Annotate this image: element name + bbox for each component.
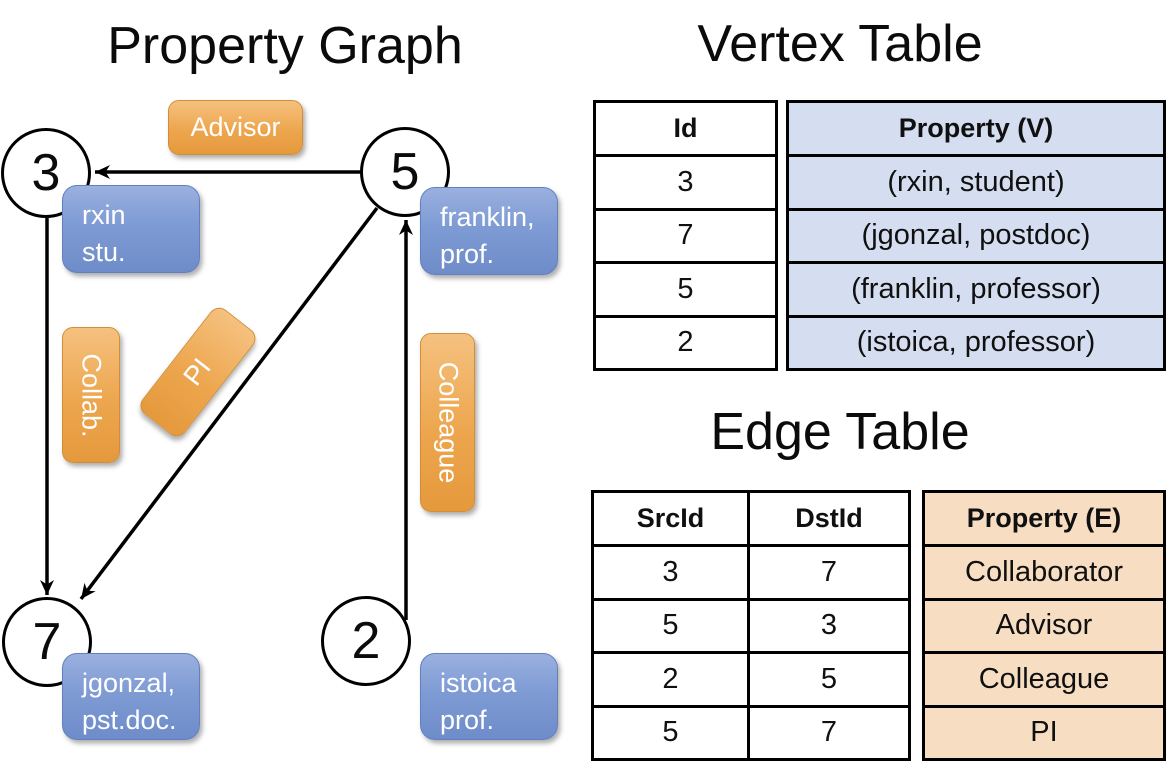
edge-table-src-dst-columns: SrcId DstId 3 7 5 3 2 5 5 7 (591, 490, 911, 761)
table-cell: Colleague (922, 651, 1166, 708)
edge-label-advisor: Advisor (168, 100, 303, 155)
property-graph-panel: Property Graph 3 5 7 2 rxin stu. frankli… (0, 0, 580, 760)
table-cell: 7 (747, 544, 911, 601)
table-cell: 5 (591, 704, 750, 761)
table-cell: 2 (591, 651, 750, 708)
edge-label-colleague: Colleague (420, 333, 475, 512)
vertex-node-2: 2 (321, 596, 411, 686)
vertex-property-box-jgonzal: jgonzal, pst.doc. (62, 653, 200, 740)
edge-label-text: Advisor (190, 112, 281, 142)
vertex-property-box-rxin: rxin stu. (62, 185, 200, 273)
vertex-property-box-istoica: istoica prof. (420, 653, 558, 740)
vertex-property-line1: istoica (440, 668, 517, 698)
edge-table-title: Edge Table (710, 403, 970, 461)
vertex-id-label: 3 (31, 144, 61, 202)
table-cell: (istoica, professor) (786, 314, 1166, 371)
vertex-property-line1: rxin (82, 200, 126, 230)
table-cell: 5 (593, 261, 778, 318)
vertex-property-box-franklin: franklin, prof. (420, 187, 558, 275)
table-cell: Advisor (922, 597, 1166, 654)
vertex-property-line2: stu. (82, 237, 126, 267)
table-cell: 7 (747, 704, 911, 761)
vertex-property-line1: jgonzal, (82, 668, 176, 698)
table-cell: (jgonzal, postdoc) (786, 207, 1166, 264)
table-cell: 7 (593, 207, 778, 264)
vertex-table-id-column: Id 3 7 5 2 (593, 100, 778, 371)
table-cell: (rxin, student) (786, 154, 1166, 211)
graph-edges-canvas (40, 165, 413, 620)
vertex-property-line1: franklin, (440, 202, 535, 232)
edge-label-text: Collab. (76, 352, 107, 438)
vertex-id-label: 5 (390, 143, 420, 201)
vertex-node-5: 5 (360, 127, 450, 217)
table-cell: 3 (593, 154, 778, 211)
vertex-table-property-column: Property (V) (rxin, student) (jgonzal, p… (786, 100, 1166, 371)
table-cell: 3 (591, 544, 750, 601)
edge-label-collab: Collab. (62, 327, 120, 463)
table-cell: 5 (747, 651, 911, 708)
vertex-id-label: 7 (32, 613, 62, 671)
edge-table-property-header: Property (E) (922, 490, 1166, 547)
table-cell: (franklin, professor) (786, 261, 1166, 318)
vertex-table-title: Vertex Table (697, 15, 983, 73)
table-cell: 3 (747, 597, 911, 654)
vertex-property-line2: prof. (440, 705, 495, 735)
edge-table-srcid-header: SrcId (591, 490, 750, 547)
vertex-property-line2: pst.doc. (82, 705, 177, 735)
vertex-id-label: 2 (351, 612, 381, 670)
edge-label-text: Colleague (433, 361, 463, 484)
vertex-table-property-header: Property (V) (786, 100, 1166, 157)
table-cell: PI (922, 704, 1166, 761)
edge-table-dstid-header: DstId (747, 490, 911, 547)
vertex-property-line2: prof. (440, 239, 495, 269)
edge-pi-5-to-7 (79, 206, 379, 601)
table-cell: 5 (591, 597, 750, 654)
table-cell: Collaborator (922, 544, 1166, 601)
table-cell: 2 (593, 314, 778, 371)
vertex-table-id-header: Id (593, 100, 778, 157)
edge-table-property-column: Property (E) Collaborator Advisor Collea… (922, 490, 1166, 761)
edge-label-text: PI (177, 352, 218, 391)
property-graph-title: Property Graph (107, 17, 463, 75)
